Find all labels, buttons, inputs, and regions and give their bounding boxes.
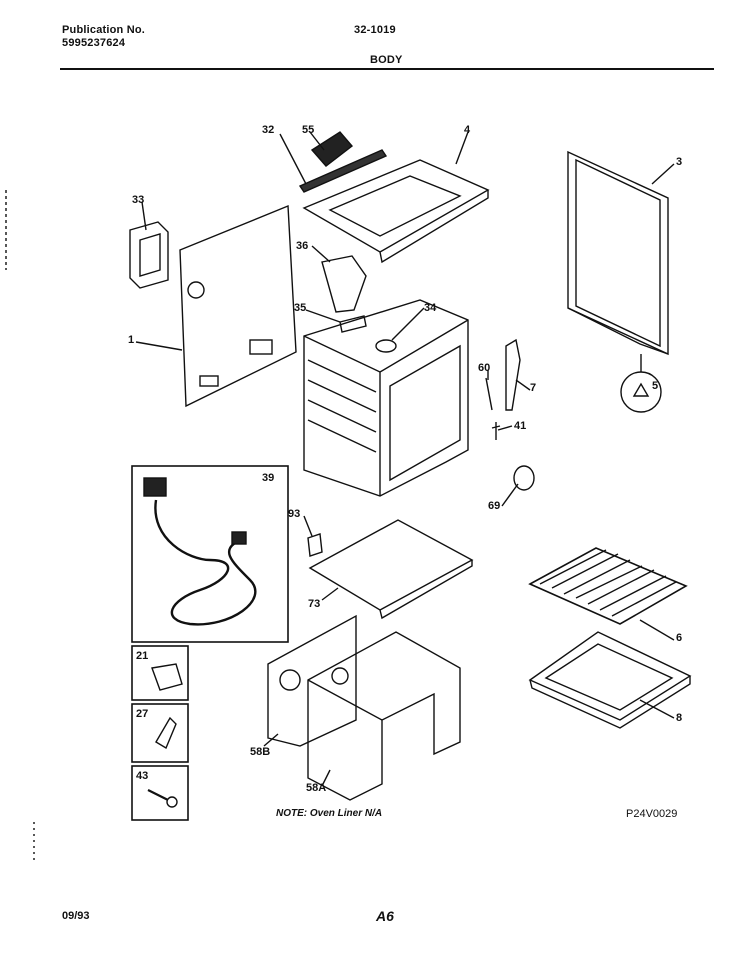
part-58b-insulation [267,614,357,747]
callout-55: 55 [302,124,315,136]
oven-body [303,299,469,497]
callout-73: 73 [308,598,321,610]
callout-1: 1 [128,334,135,346]
callout-32: 32 [262,124,275,136]
publication-label: Publication No. [62,24,146,36]
part-36-clip [321,255,367,313]
callout-5: 5 [652,380,659,392]
model-number: 32-1019 [354,24,396,36]
part-73-bottom-plate [308,519,474,611]
oven-liner-note: NOTE: Oven Liner N/A [276,808,383,819]
footer-date: 09/93 [62,910,90,922]
callout-21: 21 [136,650,149,662]
callout-6: 6 [676,632,683,644]
callout-4: 4 [464,124,471,136]
callout-36: 36 [296,240,309,252]
part-43-frame [131,765,189,821]
part-7-hinge [505,338,521,411]
drawing-id: P24V0029 [626,808,678,820]
part-93-switch [307,533,323,557]
section-title: BODY [370,54,403,66]
part-6-oven-rack [528,547,688,625]
part-69-plug [513,465,535,491]
part-39-power-cord [154,499,257,626]
part-5-leveler [620,371,662,413]
callout-60: 60 [478,362,491,374]
part-60-spring [485,377,493,411]
callout-39: 39 [262,472,275,484]
part-34-grommet [375,339,397,353]
callout-93: 93 [288,508,301,520]
part-32-strip [298,149,388,193]
part-35-clip [339,315,367,333]
callout-58b: 58B [250,746,271,758]
callout-34: 34 [424,302,437,314]
part-27-bracket [155,716,177,750]
callout-8: 8 [676,712,683,724]
callout-43: 43 [136,770,149,782]
part-43-screw [147,789,169,801]
part-1-side-panel [179,204,297,408]
callout-58a: 58A [306,782,327,794]
callout-3: 3 [676,156,683,168]
callout-41: 41 [514,420,527,432]
callout-69: 69 [488,500,501,512]
callout-33: 33 [132,194,145,206]
part-21-connector [151,663,183,691]
part-39-frame [131,465,289,643]
part-33-bracket [129,221,169,289]
part-58a-insulation [307,631,461,801]
part-27-frame [131,703,189,763]
publication-number: 5995237624 [62,37,126,49]
part-21-frame [131,645,189,701]
part-55-clip [310,131,354,167]
page-number: A6 [376,908,394,924]
callout-35: 35 [294,302,307,314]
part-41-screw [491,422,501,440]
callout-7: 7 [530,382,537,394]
header-rule [60,68,714,70]
callout-27: 27 [136,708,149,720]
